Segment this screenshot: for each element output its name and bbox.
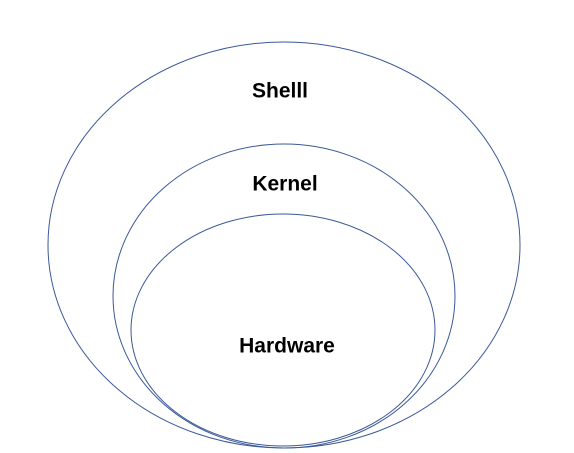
kernel-layer-ellipse	[112, 143, 456, 449]
shell-layer-ellipse	[47, 41, 521, 449]
shell-layer-label: Shelll	[252, 80, 308, 103]
hardware-layer-label: Hardware	[239, 335, 335, 358]
kernel-layer-label: Kernel	[252, 173, 317, 196]
hardware-layer-ellipse	[130, 213, 436, 447]
